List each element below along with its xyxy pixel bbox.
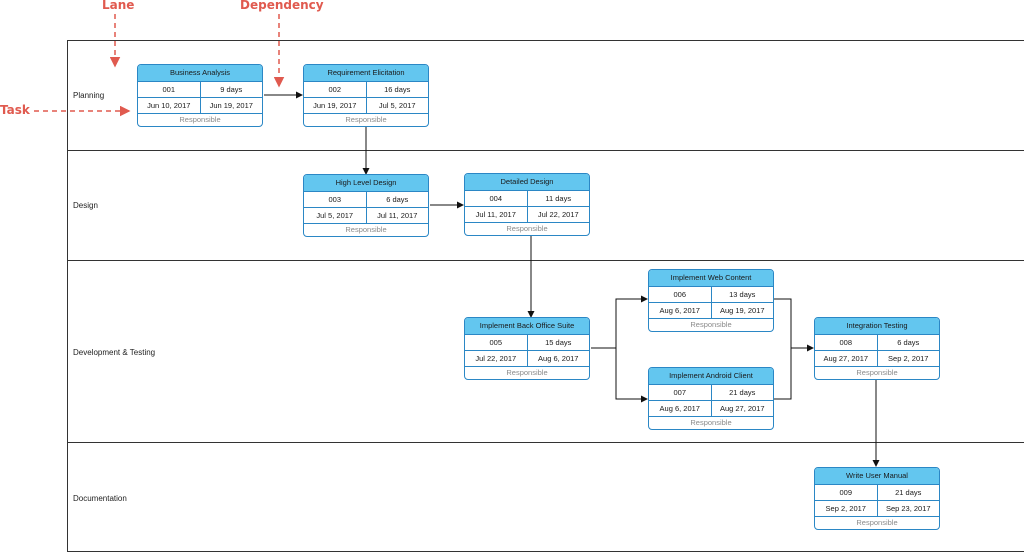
task-end-date: Jul 11, 2017 (377, 211, 418, 220)
lane-documentation[interactable]: Documentation (68, 443, 1024, 553)
task-start-date: Jun 19, 2017 (304, 98, 367, 113)
task-start-date: Jul 11, 2017 (465, 207, 528, 222)
task-title: Implement Web Content (649, 270, 773, 287)
lane-callout-label: Lane (102, 0, 135, 12)
task-title: Business Analysis (138, 65, 262, 82)
lane-development-testing[interactable]: Development & Testing (68, 261, 1024, 443)
lane-design[interactable]: Design (68, 151, 1024, 261)
task-detailed-design[interactable]: Detailed Design 004 11 days Jul 11, 2017 J… (464, 173, 590, 236)
task-responsible: Responsible (856, 518, 898, 527)
task-id: 001 (138, 82, 201, 97)
lane-label: Development & Testing (73, 348, 156, 357)
task-responsible: Responsible (345, 115, 387, 124)
lane-label: Planning (73, 91, 105, 100)
task-responsible: Responsible (179, 115, 221, 124)
task-id: 006 (649, 287, 712, 302)
task-integration-testing[interactable]: Integration Testing 008 6 days Aug 27, 20… (814, 317, 940, 380)
task-duration: 16 days (384, 85, 411, 94)
task-title: Detailed Design (465, 174, 589, 191)
lane-label: Design (73, 201, 98, 210)
task-id: 008 (815, 335, 878, 350)
task-duration: 11 days (545, 194, 572, 203)
task-business-analysis[interactable]: Business Analysis 001 9 days Jun 10, 2017… (137, 64, 263, 127)
task-end-date: Jun 19, 2017 (209, 101, 253, 110)
task-start-date: Aug 6, 2017 (649, 303, 712, 318)
task-id: 007 (649, 385, 712, 400)
task-duration: 15 days (545, 338, 572, 347)
task-id: 002 (304, 82, 367, 97)
task-id: 003 (304, 192, 367, 207)
dependency-007-008 (765, 347, 813, 400)
task-start-date: Sep 2, 2017 (815, 501, 878, 516)
task-start-date: Aug 6, 2017 (649, 401, 712, 416)
task-start-date: Jul 5, 2017 (304, 208, 367, 223)
lane-label: Documentation (73, 494, 127, 503)
task-implement-android-client[interactable]: Implement Android Client 007 21 days Aug … (648, 367, 774, 430)
task-duration: 9 days (220, 85, 243, 94)
task-end-date: Aug 19, 2017 (719, 306, 765, 315)
swimlane-pool: Planning Design Development & Testing Do… (67, 40, 1024, 552)
task-responsible: Responsible (856, 368, 898, 377)
task-end-date: Jul 22, 2017 (537, 210, 579, 219)
task-title: Implement Back Office Suite (465, 318, 589, 335)
task-responsible: Responsible (506, 368, 548, 377)
task-write-user-manual[interactable]: Write User Manual 009 21 days Sep 2, 2017… (814, 467, 940, 530)
task-implement-web-content[interactable]: Implement Web Content 006 13 days Aug 6, … (648, 269, 774, 332)
task-callout-label: Task (0, 103, 30, 117)
task-responsible: Responsible (690, 320, 732, 329)
dependency-callout-label: Dependency (240, 0, 324, 12)
task-title: Implement Android Client (649, 368, 773, 385)
task-id: 009 (815, 485, 878, 500)
task-title: Write User Manual (815, 468, 939, 485)
task-high-level-design[interactable]: High Level Design 003 6 days Jul 5, 2017 J… (303, 174, 429, 237)
task-title: High Level Design (304, 175, 428, 192)
task-start-date: Jun 10, 2017 (138, 98, 201, 113)
task-requirement-elicitation[interactable]: Requirement Elicitation 002 16 days Jun 1… (303, 64, 429, 127)
task-title: Requirement Elicitation (304, 65, 428, 82)
task-duration: 21 days (895, 488, 922, 497)
task-id: 005 (465, 335, 528, 350)
task-responsible: Responsible (345, 225, 387, 234)
lane-planning[interactable]: Planning (68, 41, 1024, 151)
task-end-date: Sep 23, 2017 (885, 504, 931, 513)
task-implement-back-office-suite[interactable]: Implement Back Office Suite 005 15 days J… (464, 317, 590, 380)
task-title: Integration Testing (815, 318, 939, 335)
task-duration: 21 days (729, 388, 756, 397)
task-end-date: Aug 27, 2017 (719, 404, 765, 413)
task-start-date: Aug 27, 2017 (815, 351, 878, 366)
task-start-date: Jul 22, 2017 (465, 351, 528, 366)
dependency-005-006 (591, 295, 648, 349)
task-duration: 6 days (386, 195, 409, 204)
task-end-date: Jul 5, 2017 (378, 101, 416, 110)
task-id: 004 (465, 191, 528, 206)
task-end-date: Sep 2, 2017 (888, 354, 929, 363)
dependency-005-007 (591, 347, 648, 403)
task-duration: 6 days (897, 338, 920, 347)
task-duration: 13 days (729, 290, 756, 299)
task-responsible: Responsible (690, 418, 732, 427)
task-end-date: Aug 6, 2017 (538, 354, 579, 363)
task-responsible: Responsible (506, 224, 548, 233)
